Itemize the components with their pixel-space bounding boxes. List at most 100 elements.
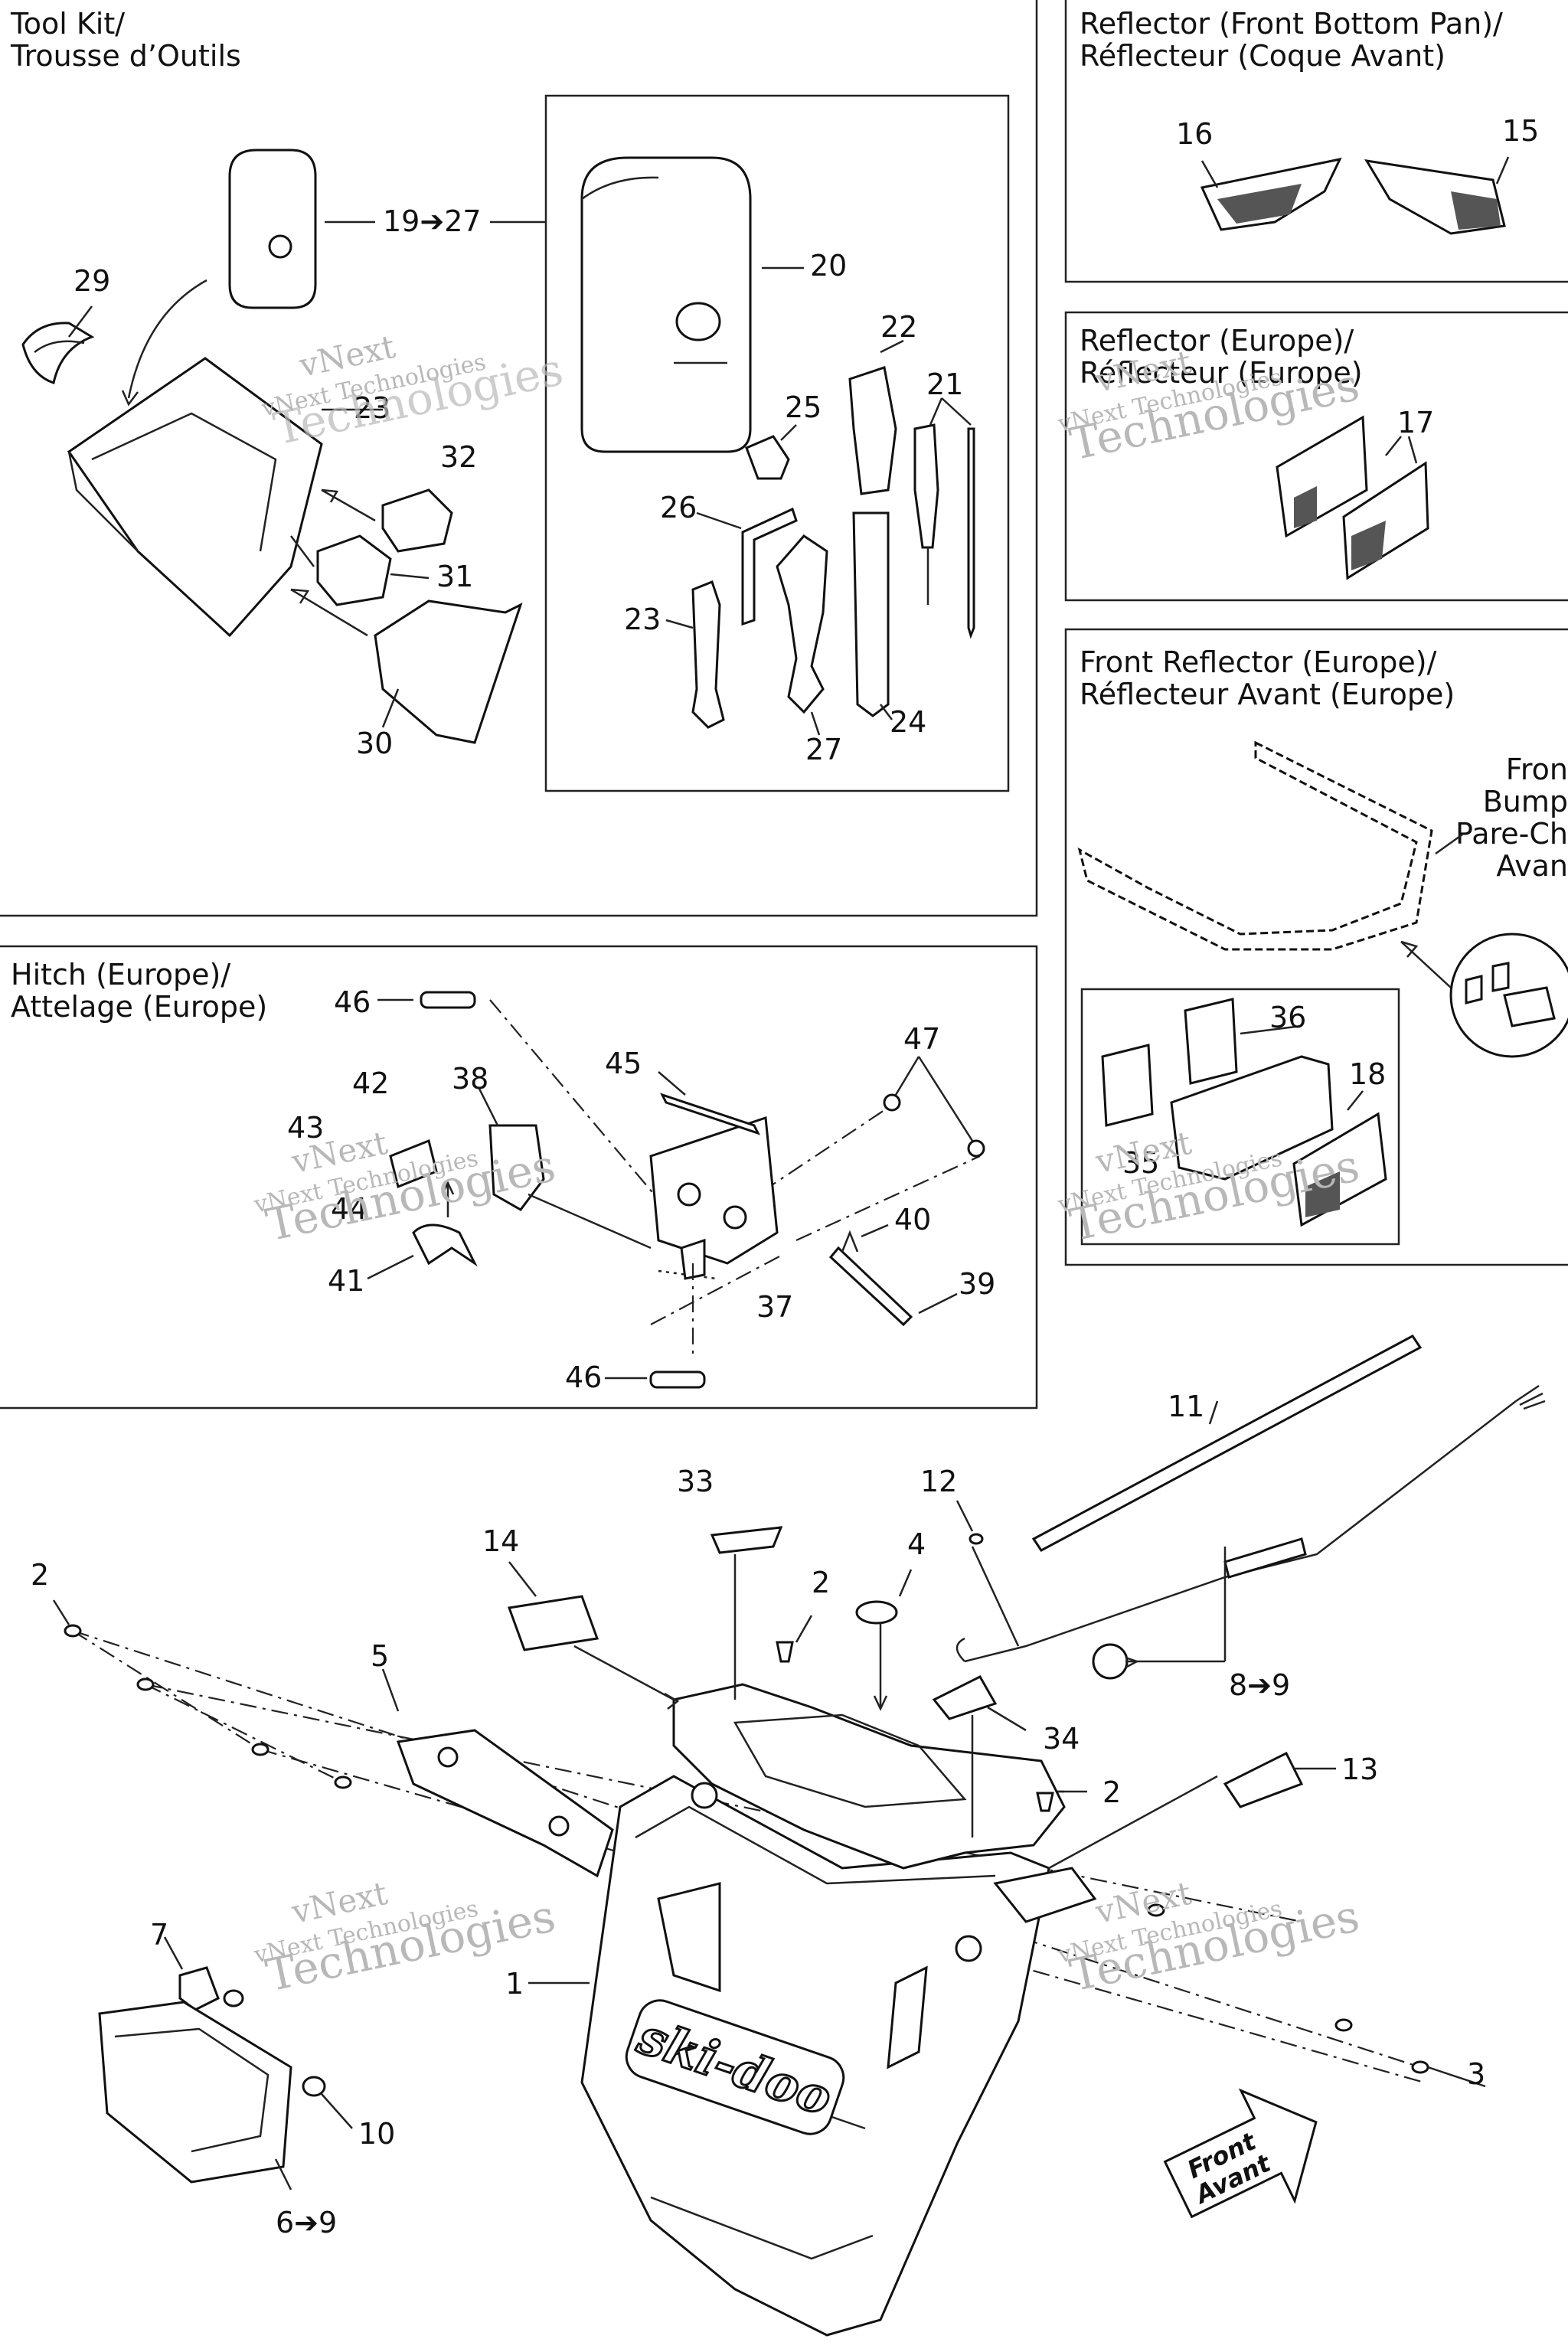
tool-bag-large-logo bbox=[675, 302, 721, 341]
callout-27: 27 bbox=[805, 733, 842, 766]
clip-41 bbox=[412, 1223, 478, 1267]
nut-47b bbox=[967, 1139, 985, 1158]
screwdriver-bit bbox=[967, 427, 975, 639]
callout-8: 8➔9 bbox=[1229, 1668, 1290, 1702]
callout-13: 13 bbox=[1341, 1753, 1378, 1786]
tool-bag-small-logo bbox=[268, 234, 292, 259]
callout-44: 44 bbox=[331, 1192, 368, 1226]
clip-25 bbox=[745, 435, 790, 480]
bracket-36 bbox=[1184, 998, 1238, 1085]
pad-32 bbox=[381, 488, 453, 553]
panel-frames bbox=[0, 0, 1568, 1410]
bracket-35-frame bbox=[1101, 1044, 1154, 1127]
callout-4: 4 bbox=[907, 1527, 926, 1561]
reflector-detail-box bbox=[1080, 988, 1400, 1246]
callout-45: 45 bbox=[605, 1047, 642, 1080]
callout-14: 14 bbox=[482, 1524, 519, 1558]
callout-6: 6➔9 bbox=[276, 2206, 337, 2239]
callout-35: 35 bbox=[1122, 1146, 1159, 1180]
callout-11: 11 bbox=[1168, 1390, 1204, 1423]
callout-23: 23 bbox=[624, 603, 661, 636]
reflector-15-pattern bbox=[1451, 191, 1501, 230]
reflector-europe-title-fr: Réflecteur (Europe) bbox=[1080, 356, 1363, 390]
callout-25: 25 bbox=[785, 390, 822, 424]
callout-12: 12 bbox=[920, 1465, 957, 1498]
callout-47: 47 bbox=[903, 1022, 940, 1056]
hitch-bracket-37 bbox=[649, 1116, 779, 1265]
callout-1: 1 bbox=[505, 1967, 524, 2001]
front-bumper-label: Fron Bump Pare-Ch Avan bbox=[1455, 753, 1568, 883]
callout-15: 15 bbox=[1502, 114, 1539, 148]
upper-console bbox=[672, 1683, 1066, 1870]
pin-39 bbox=[828, 1246, 913, 1327]
callout-43: 43 bbox=[287, 1111, 324, 1145]
tool-bag-small bbox=[228, 149, 317, 309]
pad-30 bbox=[374, 599, 523, 744]
coupler-38 bbox=[488, 1124, 545, 1211]
tool-kit-title-fr: Trousse d’Outils bbox=[10, 39, 241, 73]
decal-13 bbox=[1223, 1751, 1304, 1808]
light-housing-6 bbox=[98, 2001, 292, 2184]
reflector-europe-title-en: Reflector (Europe)/ bbox=[1080, 324, 1354, 358]
callout-38: 38 bbox=[452, 1062, 488, 1096]
watermark-reflector: vNext vNext Technologies Technologies bbox=[1055, 343, 1364, 471]
callout-30: 30 bbox=[356, 727, 393, 760]
clip-29 bbox=[21, 322, 95, 384]
callout-33: 33 bbox=[677, 1465, 714, 1498]
tool-kit-detail-box bbox=[544, 94, 1010, 792]
callout-10: 10 bbox=[358, 2117, 395, 2151]
front-arrow: Front Avant bbox=[1163, 2088, 1318, 2219]
bumper-label-line2: Bump bbox=[1483, 785, 1568, 818]
callout-24: 24 bbox=[890, 705, 926, 739]
front-reflector-title-en: Front Reflector (Europe)/ bbox=[1080, 645, 1437, 679]
callout-2-mid: 2 bbox=[812, 1566, 830, 1599]
screwdriver-handle bbox=[913, 423, 939, 549]
hitch-europe-panel bbox=[0, 945, 1038, 1410]
pin-46-top bbox=[420, 991, 476, 1009]
tool-kit-title-en: Tool Kit/ bbox=[10, 7, 125, 41]
latch-42 bbox=[389, 1138, 438, 1189]
pin-46-bottom bbox=[649, 1370, 706, 1389]
reflector-pan-title-en: Reflector (Front Bottom Pan)/ bbox=[1080, 7, 1503, 41]
hex-key-26 bbox=[741, 507, 798, 626]
bulb-7 bbox=[178, 1966, 220, 2011]
callout-5: 5 bbox=[371, 1639, 389, 1673]
callout-29: 29 bbox=[74, 264, 110, 298]
pad-31 bbox=[316, 534, 392, 606]
strip-11 bbox=[1031, 1334, 1423, 1552]
callout-40: 40 bbox=[894, 1203, 931, 1236]
reflector-16-pattern bbox=[1217, 184, 1302, 224]
callouts: 19➔27 20 22 21 25 26 23 24 27 29 23 32 3… bbox=[31, 114, 1539, 2239]
callout-17: 17 bbox=[1397, 406, 1434, 439]
spanner-27 bbox=[776, 534, 828, 714]
callout-2-left: 2 bbox=[31, 1558, 49, 1592]
callout-2-right: 2 bbox=[1102, 1775, 1121, 1809]
callout-18: 18 bbox=[1349, 1057, 1386, 1091]
callout-36: 36 bbox=[1269, 1001, 1306, 1034]
callout-31: 31 bbox=[436, 560, 473, 593]
callout-26: 26 bbox=[660, 491, 697, 524]
nut-47a bbox=[883, 1093, 901, 1112]
callout-46-bottom: 46 bbox=[565, 1361, 602, 1394]
socket-22 bbox=[848, 366, 897, 495]
callout-3: 3 bbox=[1467, 2057, 1485, 2091]
front-reflector-title-fr: Réflecteur Avant (Europe) bbox=[1080, 678, 1455, 711]
bumper-label-line3: Pare-Ch bbox=[1455, 817, 1568, 851]
emblem-4 bbox=[855, 1600, 898, 1625]
decal-14 bbox=[507, 1595, 599, 1651]
bulb-holder-8 bbox=[1092, 1643, 1129, 1680]
watermark-toolkit: vNext vNext Technologies Technologies bbox=[259, 328, 567, 456]
hitch-title-en: Hitch (Europe)/ bbox=[11, 958, 230, 991]
wrench-23 bbox=[691, 580, 725, 729]
callout-39: 39 bbox=[959, 1267, 995, 1301]
tool-kit-drawings bbox=[21, 149, 975, 744]
reflector-35 bbox=[1170, 1055, 1334, 1181]
callout-19: 19➔27 bbox=[383, 204, 482, 238]
side-trim-5 bbox=[396, 1729, 614, 1878]
callout-7: 7 bbox=[150, 1918, 168, 1952]
reflector-front-bottom-pan-panel bbox=[1064, 0, 1568, 283]
callout-32: 32 bbox=[440, 440, 477, 474]
socket-10 bbox=[302, 2076, 326, 2097]
watermark-main-right: vNext vNext Technologies Technologies bbox=[1055, 1874, 1364, 2002]
